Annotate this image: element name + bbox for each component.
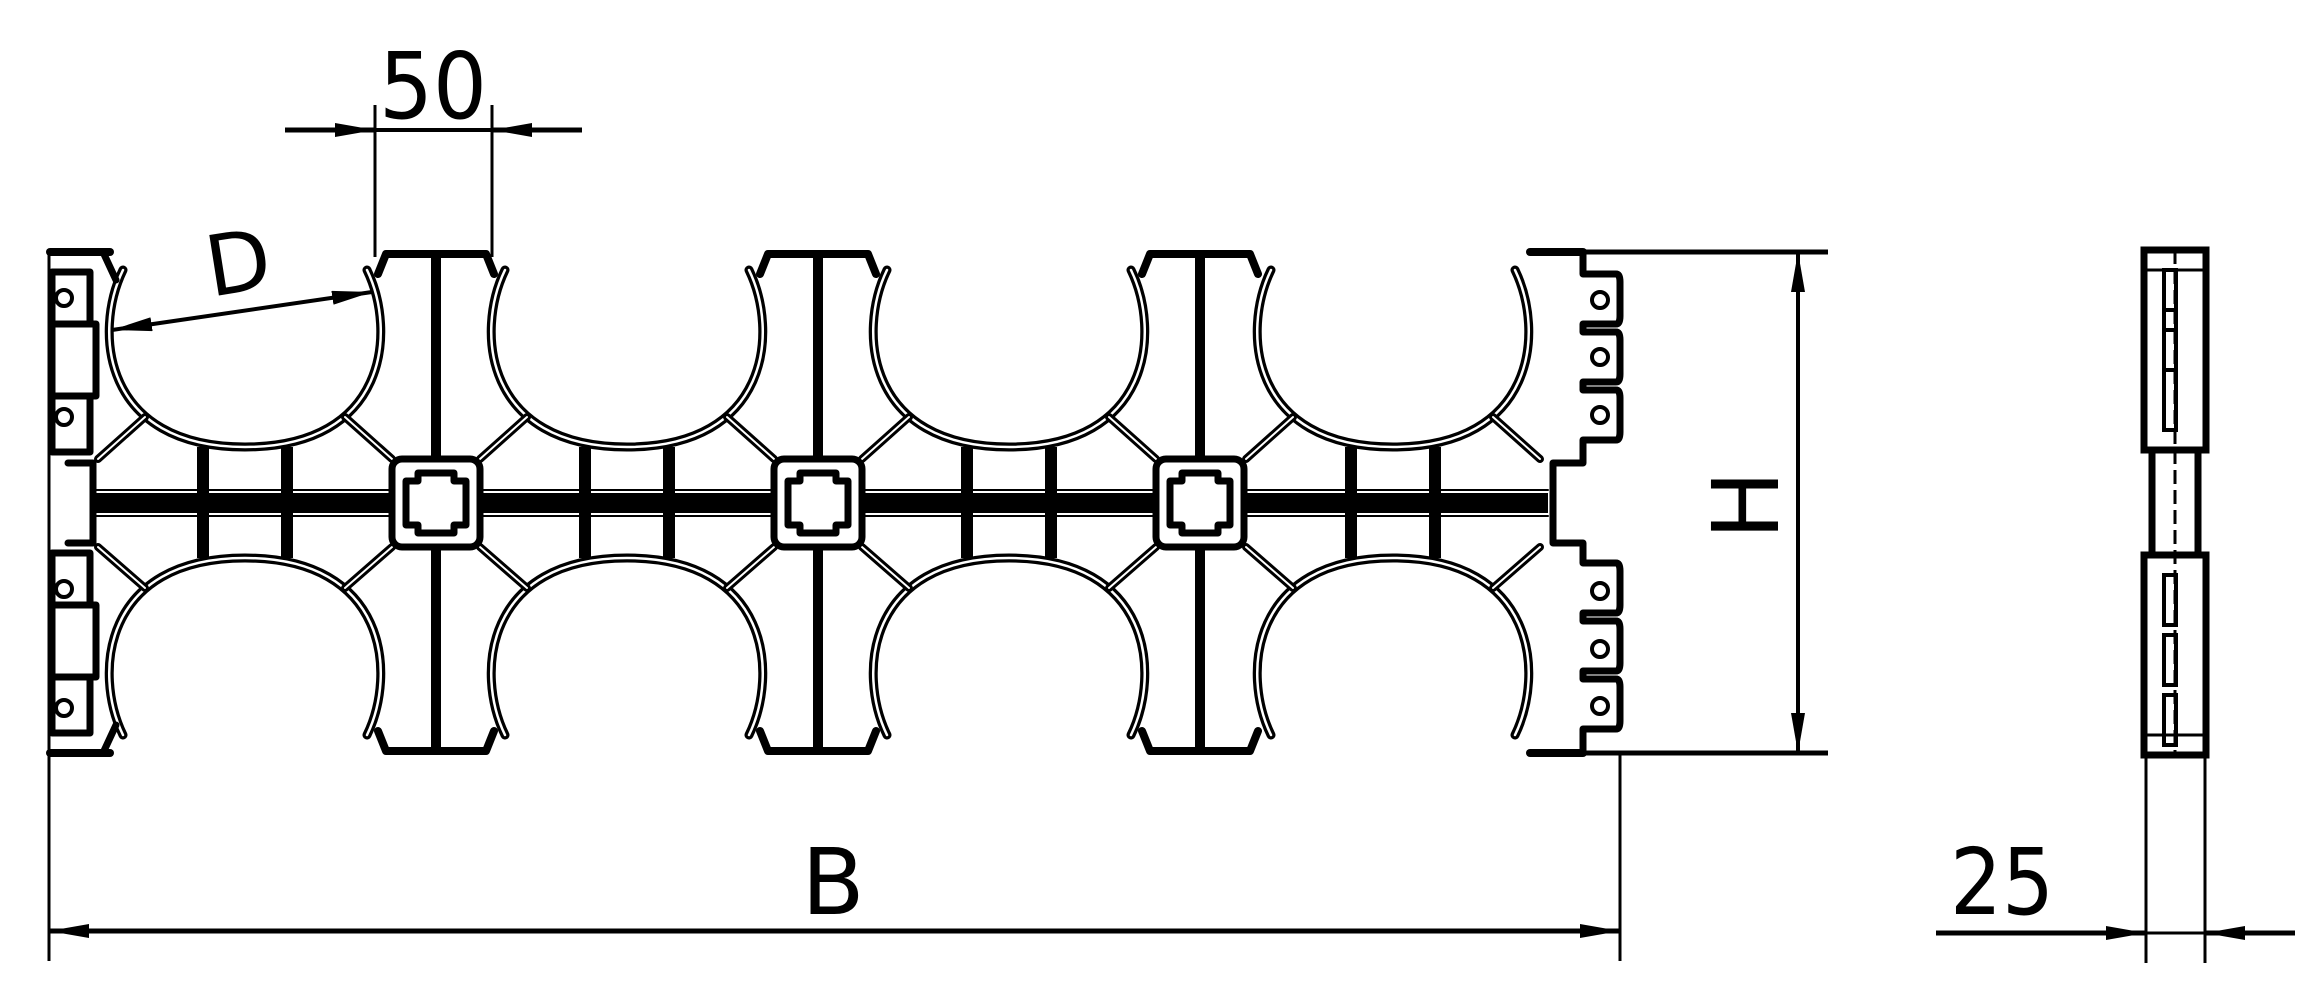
mounting-hole bbox=[54, 407, 74, 427]
diagonal-strut-inner bbox=[1245, 546, 1294, 589]
cradle-top-inner bbox=[490, 268, 764, 449]
dimension-label-50: 50 bbox=[379, 33, 487, 140]
diagonal-strut-inner bbox=[1108, 416, 1157, 460]
diagonal-strut-inner bbox=[97, 416, 146, 460]
diagonal-strut-inner bbox=[479, 546, 528, 589]
mounting-hole bbox=[1590, 290, 1610, 310]
post-cap-top bbox=[756, 250, 880, 278]
post-cap-top bbox=[374, 250, 498, 278]
left-clip-slot bbox=[48, 320, 100, 400]
side-interlock bbox=[2162, 308, 2178, 372]
diagonal-strut-inner bbox=[1492, 546, 1541, 589]
side-view bbox=[2140, 246, 2210, 759]
left-half-hub bbox=[64, 459, 97, 547]
post-cap-bottom bbox=[1138, 727, 1262, 755]
vertical-post bbox=[1195, 549, 1205, 749]
mounting-hole bbox=[54, 579, 74, 599]
hub-inner bbox=[784, 469, 852, 537]
cradle-bottom-inner bbox=[108, 556, 382, 737]
cradle-top-inner bbox=[872, 268, 1146, 449]
side-interlock bbox=[2162, 573, 2178, 627]
hub-inner bbox=[1166, 469, 1234, 537]
diagonal-strut-inner bbox=[726, 546, 775, 589]
front-view bbox=[46, 248, 1624, 757]
left-clip-slot bbox=[48, 601, 100, 681]
rib bbox=[663, 447, 675, 558]
side-interlock bbox=[2162, 693, 2178, 747]
diagonal-strut-inner bbox=[344, 546, 393, 589]
rib bbox=[961, 447, 973, 558]
dimension-label-b: B bbox=[801, 829, 864, 936]
diagonal-strut-inner bbox=[861, 546, 910, 589]
left-clip-lip bbox=[48, 721, 120, 757]
post-cap-bottom bbox=[756, 727, 880, 755]
diagonal-strut-inner bbox=[97, 546, 146, 589]
cradle-bottom-inner bbox=[490, 556, 764, 737]
dimension-annotations bbox=[47, 105, 2295, 963]
dimension-line-diameter bbox=[111, 290, 373, 332]
post-cap-top bbox=[1138, 250, 1262, 278]
diagonal-strut-inner bbox=[1492, 416, 1541, 460]
vertical-post bbox=[1195, 256, 1205, 457]
post-cap-bottom bbox=[374, 727, 498, 755]
rib bbox=[1345, 447, 1357, 558]
diagonal-strut-inner bbox=[1245, 416, 1294, 460]
mounting-hole bbox=[1590, 581, 1610, 601]
cradle-top-inner bbox=[108, 268, 382, 449]
rib bbox=[281, 447, 293, 558]
side-interlock bbox=[2162, 368, 2178, 432]
diagonal-strut-inner bbox=[861, 416, 910, 460]
dimension-label-25: 25 bbox=[1950, 829, 2054, 936]
dimension-label-d: D bbox=[199, 210, 278, 317]
mounting-hole bbox=[54, 698, 74, 718]
diagonal-strut-inner bbox=[479, 416, 528, 460]
mounting-hole bbox=[1590, 696, 1610, 716]
hub-inner bbox=[402, 469, 470, 537]
side-interlock bbox=[2162, 633, 2178, 687]
mounting-hole bbox=[1590, 405, 1610, 425]
vertical-post bbox=[813, 549, 823, 749]
right-end-tabs bbox=[1549, 248, 1624, 757]
cradle-bottom-inner bbox=[1256, 556, 1530, 737]
rib bbox=[197, 447, 209, 558]
diagonal-strut-inner bbox=[344, 416, 393, 460]
vertical-post bbox=[431, 256, 441, 457]
vertical-post bbox=[431, 549, 441, 749]
mounting-hole bbox=[1590, 639, 1610, 659]
rib bbox=[579, 447, 591, 558]
left-clip-lip bbox=[48, 248, 120, 284]
diagonal-strut-inner bbox=[1108, 546, 1157, 589]
diagonal-strut-inner bbox=[726, 416, 775, 460]
mounting-hole bbox=[54, 288, 74, 308]
vertical-post bbox=[813, 256, 823, 457]
rib bbox=[1045, 447, 1057, 558]
cradle-top-inner bbox=[1256, 268, 1530, 449]
dimension-label-h: H bbox=[1693, 470, 1800, 539]
rib bbox=[1429, 447, 1441, 558]
cradle-bottom-inner bbox=[872, 556, 1146, 737]
mounting-hole bbox=[1590, 347, 1610, 367]
